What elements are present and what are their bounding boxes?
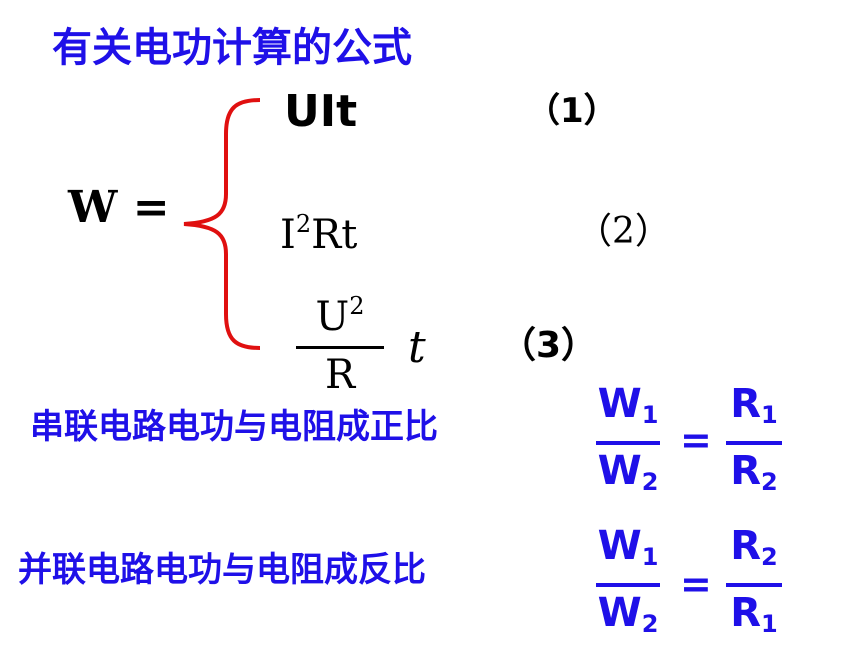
formula-u2-over-r: U2 R bbox=[296, 294, 384, 395]
fraction-bar bbox=[296, 346, 384, 349]
parallel-equals: = bbox=[680, 562, 712, 606]
left-brace-icon bbox=[183, 98, 261, 350]
series-r-ratio: R1 R2 bbox=[726, 382, 782, 504]
formula-i2rt: I2Rt bbox=[280, 210, 358, 258]
series-w-ratio: W1 W2 bbox=[596, 381, 660, 496]
formula-number-2: （2） bbox=[576, 211, 671, 252]
formula-t: t bbox=[408, 322, 426, 373]
series-statement: 串联电路电功与电阻成正比 bbox=[30, 407, 438, 447]
work-lhs: W = bbox=[68, 182, 170, 233]
formula-number-3: （3） bbox=[500, 325, 598, 366]
page-title: 有关电功计算的公式 bbox=[52, 25, 412, 71]
formula-number-1: （1） bbox=[526, 91, 618, 131]
parallel-w-ratio: W1 W2 bbox=[596, 523, 660, 638]
series-equals: = bbox=[680, 418, 712, 462]
parallel-r-ratio: R2 R1 bbox=[726, 524, 782, 646]
parallel-statement: 并联电路电功与电阻成反比 bbox=[18, 550, 426, 590]
formula-uit: UIt bbox=[284, 86, 358, 137]
